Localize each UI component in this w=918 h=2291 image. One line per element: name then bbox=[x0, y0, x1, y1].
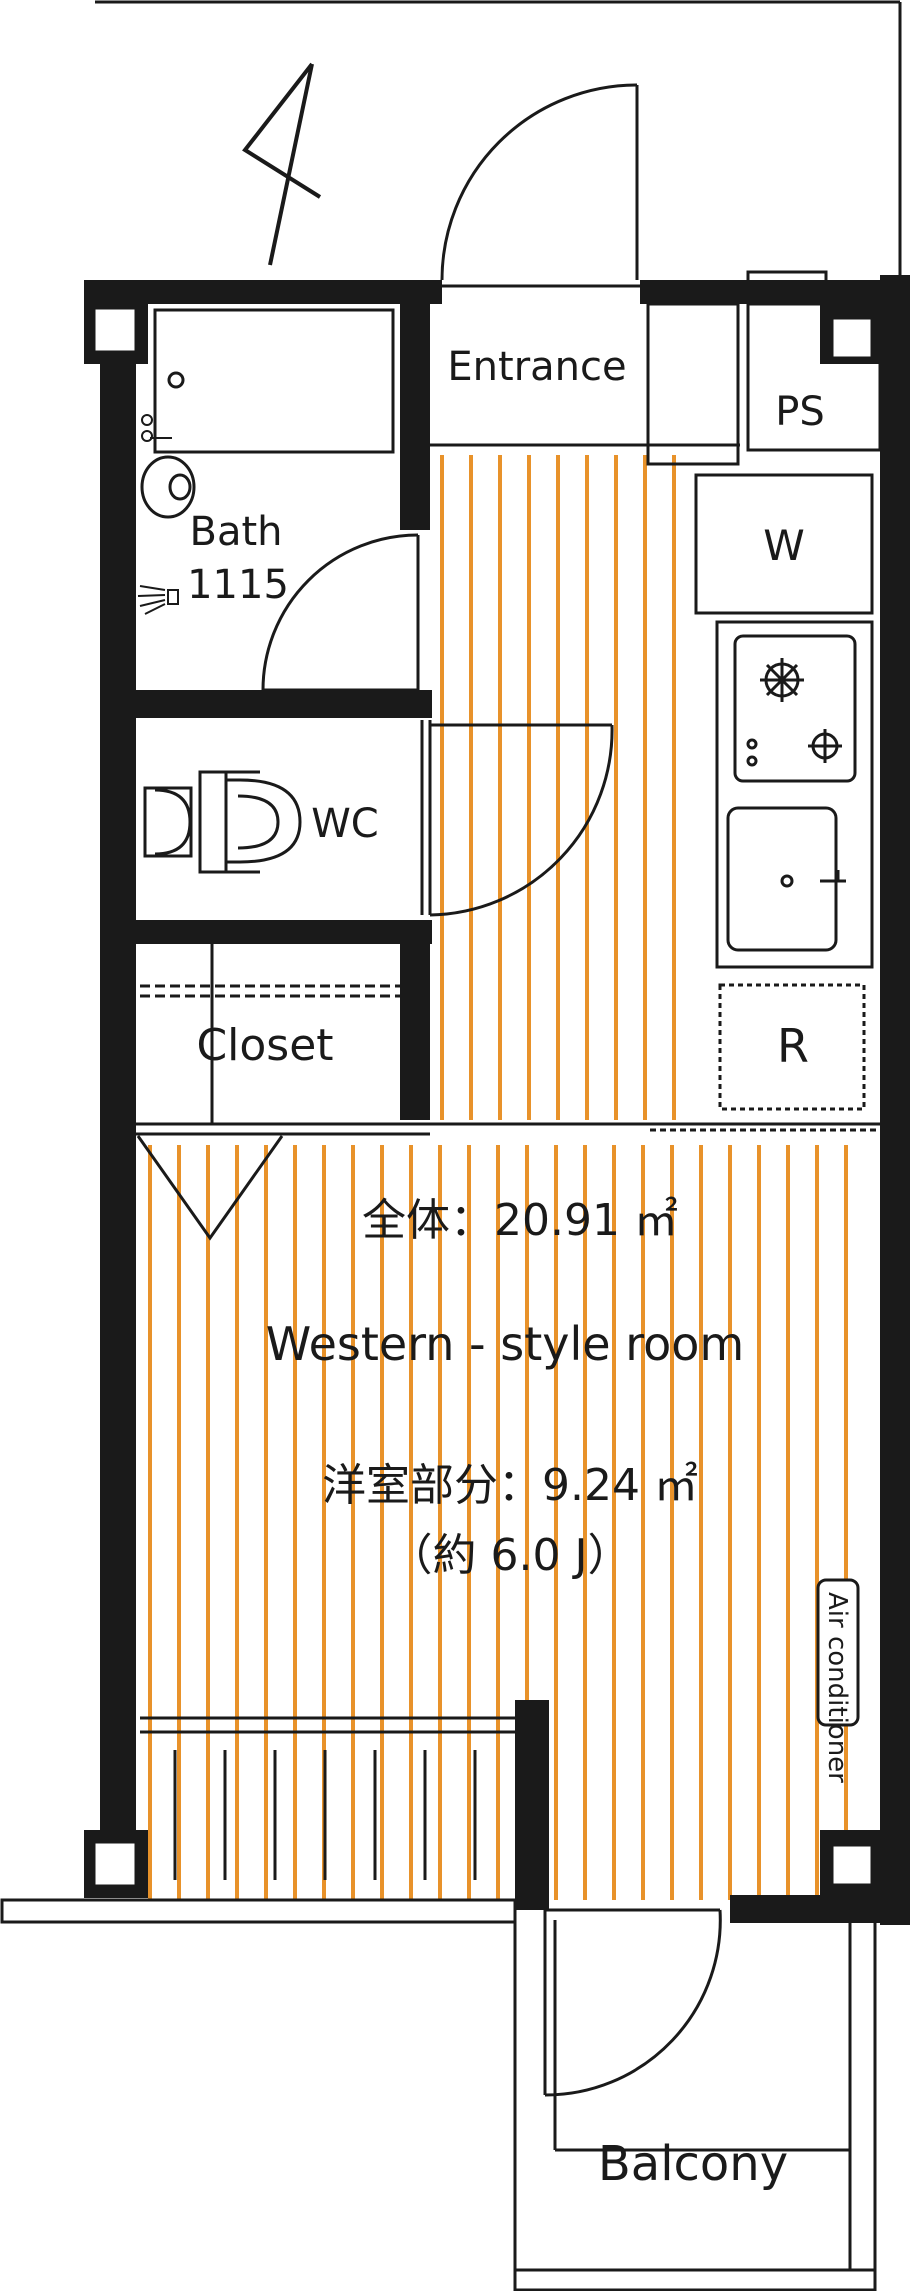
shower-icon bbox=[137, 585, 179, 615]
label-total-area: 全体：20.91 ㎡ bbox=[362, 1195, 678, 1246]
label-closet: Closet bbox=[196, 1020, 333, 1071]
north-arrow-icon bbox=[242, 62, 322, 266]
label-entrance: Entrance bbox=[447, 344, 626, 390]
site-lines bbox=[95, 0, 902, 280]
label-western-room: Western - style room bbox=[266, 1317, 744, 1371]
label-bath: Bath bbox=[190, 509, 283, 555]
floor-stripes-room bbox=[148, 1145, 848, 1900]
label-air-conditioner: Air conditioner bbox=[822, 1592, 852, 1783]
refrigerator-space bbox=[718, 983, 866, 1111]
faucet-icon bbox=[141, 414, 172, 442]
column-insets bbox=[92, 306, 874, 1888]
air-conditioner-unit bbox=[816, 1578, 860, 1727]
label-wc: WC bbox=[311, 801, 378, 847]
kitchen-counter bbox=[715, 620, 874, 969]
sink-icon bbox=[780, 870, 846, 888]
label-bath-size: 1115 bbox=[187, 562, 289, 608]
toilet-icon bbox=[143, 770, 302, 874]
washer-space bbox=[694, 473, 874, 615]
interior-lines bbox=[0, 270, 882, 2291]
label-washer: W bbox=[763, 521, 805, 570]
label-balcony: Balcony bbox=[598, 2136, 788, 2192]
washbasin-icon bbox=[140, 371, 196, 519]
stove-burner-icon bbox=[746, 658, 842, 767]
label-refrigerator: R bbox=[777, 1019, 809, 1073]
label-ps: PS bbox=[775, 389, 825, 435]
label-tatami: （約 6.0 J） bbox=[389, 1530, 632, 1581]
floor-stripes-kitchen bbox=[440, 455, 676, 1120]
door-swings bbox=[261, 83, 722, 2097]
label-western-area: 洋室部分：9.24 ㎡ bbox=[322, 1460, 698, 1511]
